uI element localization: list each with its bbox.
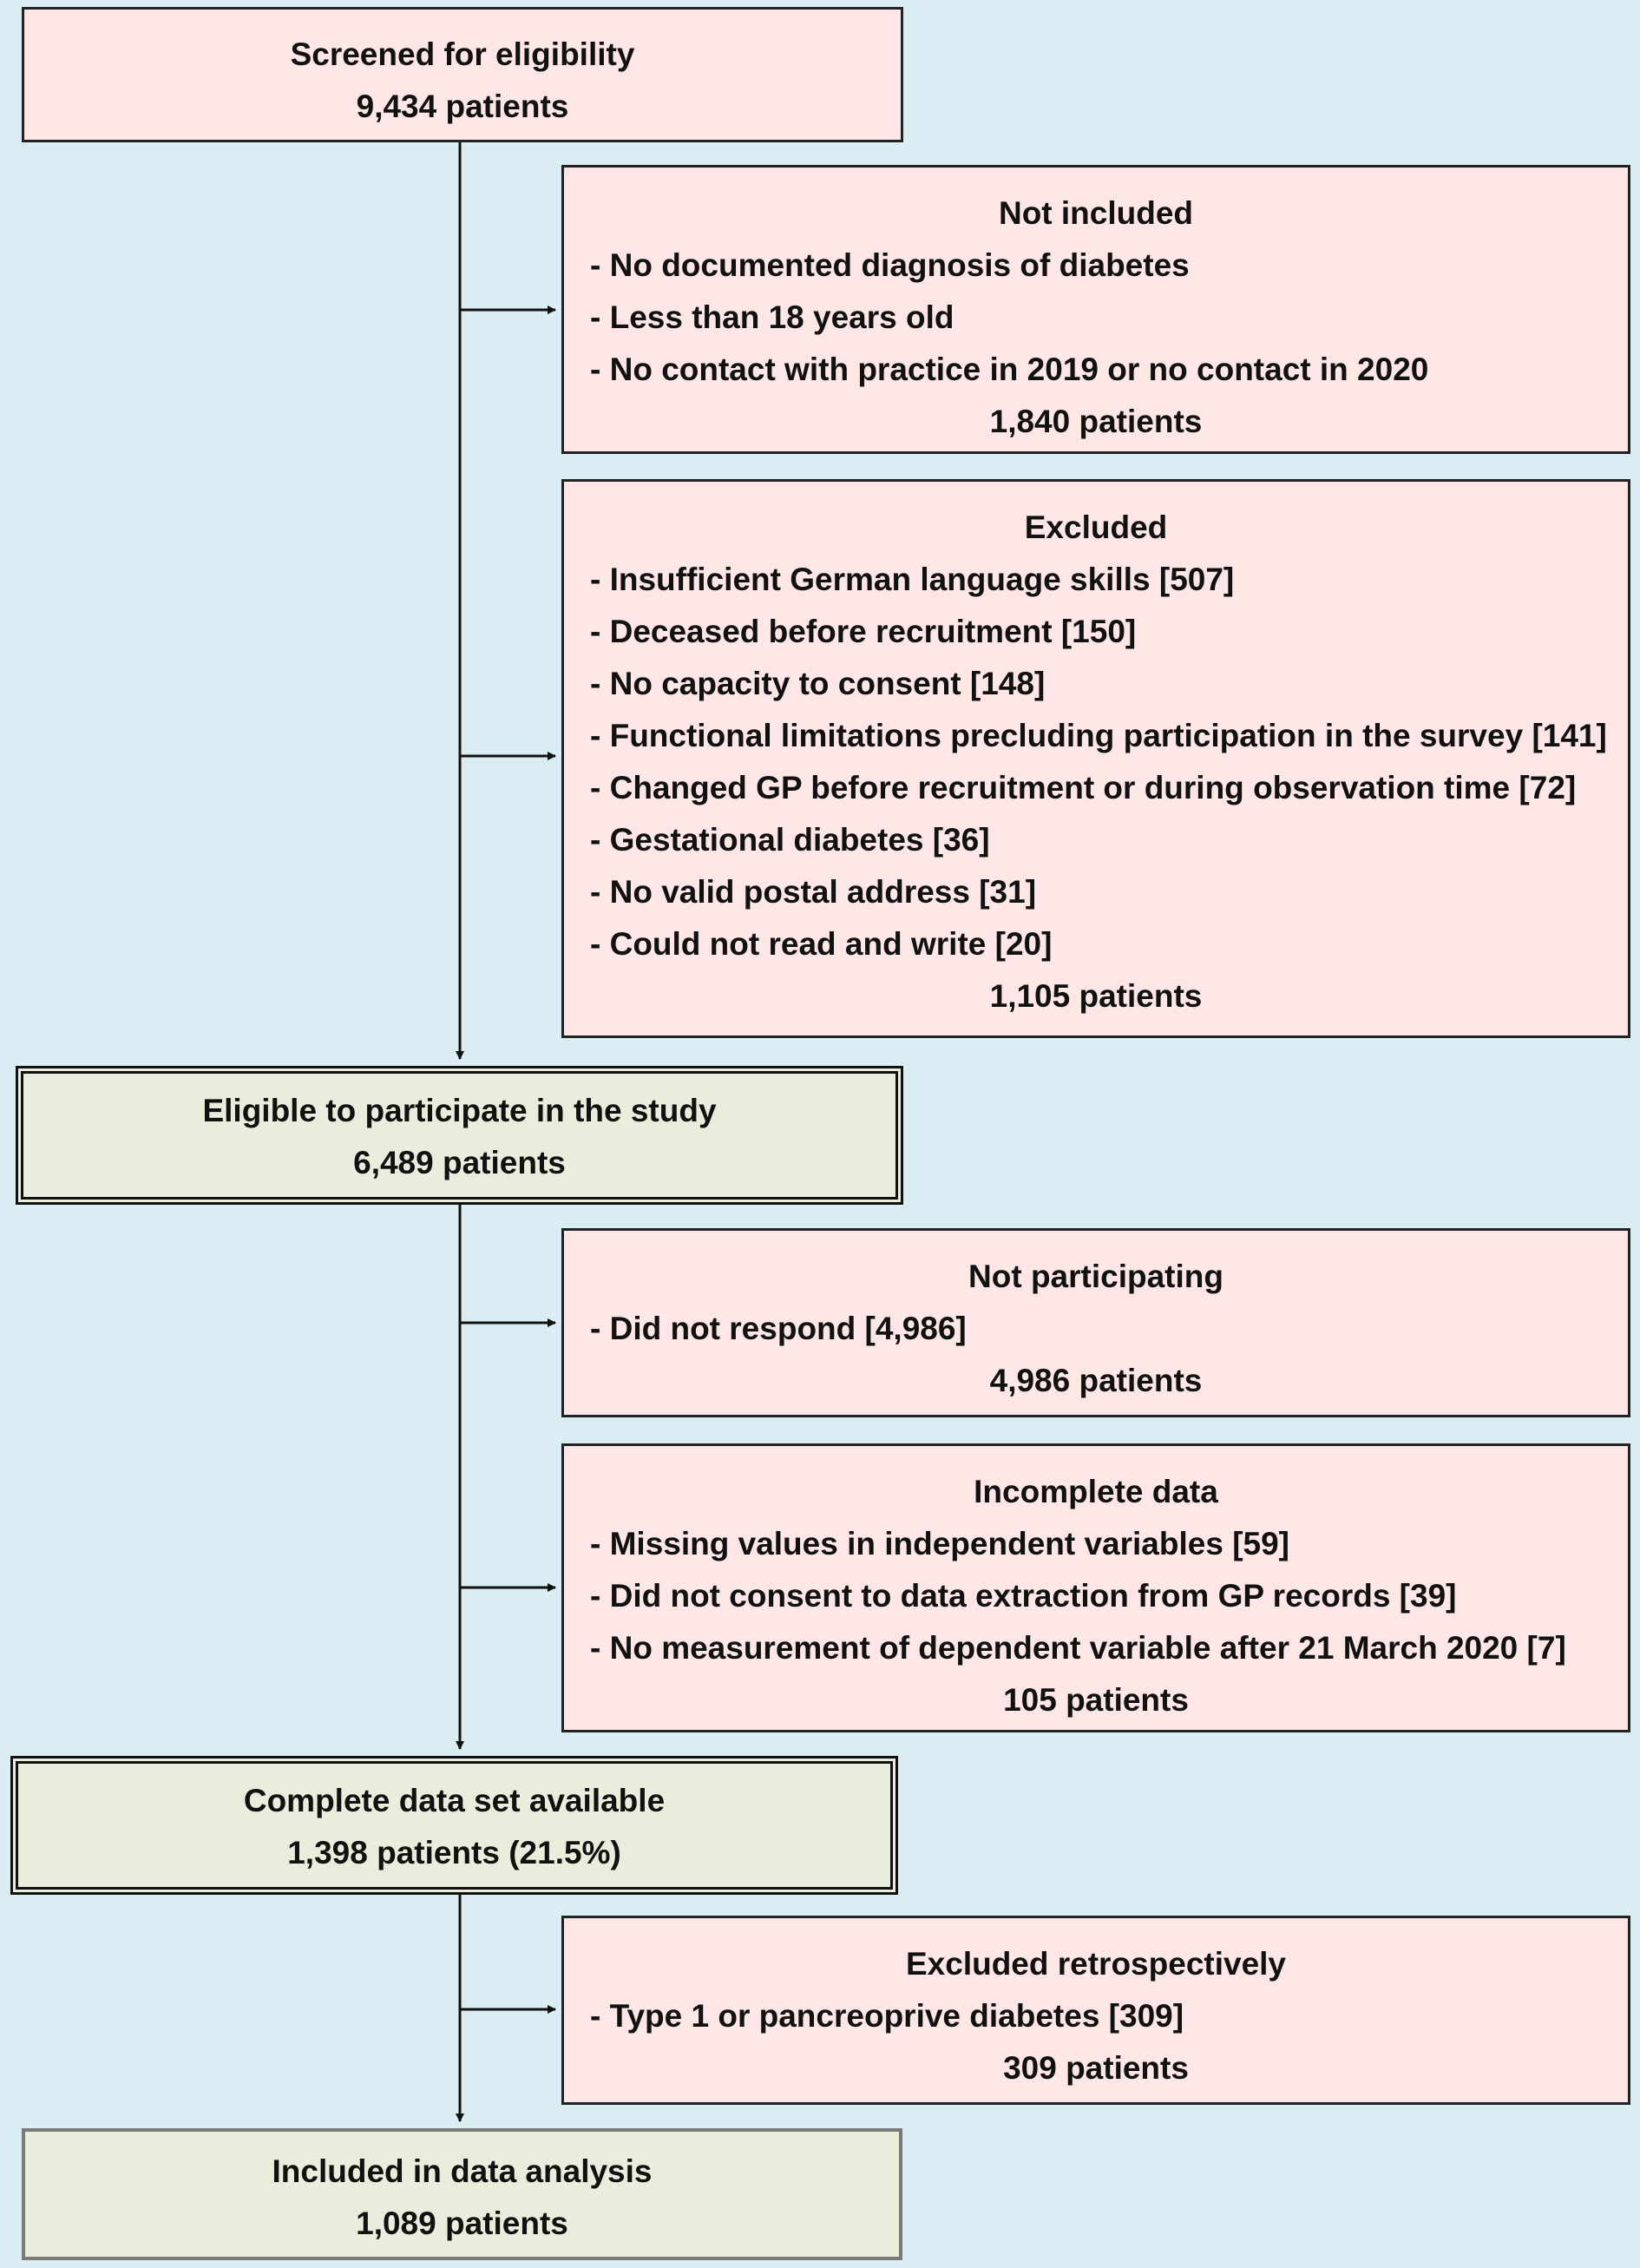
excluded-item: - Could not read and write [20] [590,926,1053,962]
included-title: Included in data analysis [272,2153,653,2189]
excluded-item: - Gestational diabetes [36] [590,822,990,858]
not-included-count: 1,840 patients [989,404,1203,439]
not-participating-item: - Did not respond [4,986] [590,1311,967,1346]
incomplete-data-item: - No measurement of dependent variable a… [590,1630,1566,1666]
excluded-item: - Insufficient German language skills [5… [590,562,1235,597]
excluded-title: Excluded [1024,509,1168,545]
included-count: 1,089 patients [356,2206,568,2241]
included-box: Included in data analysis 1,089 patients [22,2128,902,2260]
not-included-title: Not included [998,195,1194,231]
excluded-retro-item: - Type 1 or pancreoprive diabetes [309] [590,1998,1184,2034]
incomplete-data-title: Incomplete data [974,1474,1218,1509]
incomplete-data-item: - Did not consent to data extraction fro… [590,1578,1457,1614]
excluded-item: - No capacity to consent [148] [590,666,1046,701]
complete-data-box: Complete data set available 1,398 patien… [10,1756,898,1895]
excluded-retro-count: 309 patients [1003,2050,1189,2086]
not-included-item: - Less than 18 years old [590,299,954,335]
incomplete-data-item: - Missing values in independent variable… [590,1526,1289,1561]
screened-count: 9,434 patients [356,89,569,124]
excluded-item: - No valid postal address [31] [590,874,1037,910]
not-participating-box: Not participating - Did not respond [4,9… [561,1228,1630,1417]
eligible-count: 6,489 patients [353,1145,566,1180]
not-included-item: - No contact with practice in 2019 or no… [590,352,1429,387]
screened-title: Screened for eligibility [290,36,635,72]
excluded-item: - Changed GP before recruitment or durin… [590,770,1577,805]
excluded-item: - Functional limitations precluding part… [590,718,1607,753]
excluded-retro-title: Excluded retrospectively [905,1946,1287,1982]
incomplete-data-count: 105 patients [1003,1682,1189,1718]
not-included-box: Not included - No documented diagnosis o… [561,165,1630,454]
excluded-retro-box: Excluded retrospectively - Type 1 or pan… [561,1916,1630,2105]
not-included-item: - No documented diagnosis of diabetes [590,247,1190,283]
eligible-box: Eligible to participate in the study 6,4… [16,1066,903,1205]
complete-data-title: Complete data set available [243,1783,666,1818]
screened-box: Screened for eligibility 9,434 patients [22,7,903,142]
incomplete-data-box: Incomplete data - Missing values in inde… [561,1443,1630,1732]
excluded-item: - Deceased before recruitment [150] [590,614,1137,649]
excluded-box: Excluded - Insufficient German language … [561,479,1630,1038]
eligible-title: Eligible to participate in the study [202,1093,717,1128]
complete-data-count: 1,398 patients (21.5%) [287,1835,621,1870]
not-participating-title: Not participating [968,1259,1223,1294]
not-participating-count: 4,986 patients [989,1363,1203,1398]
excluded-count: 1,105 patients [989,978,1203,1014]
